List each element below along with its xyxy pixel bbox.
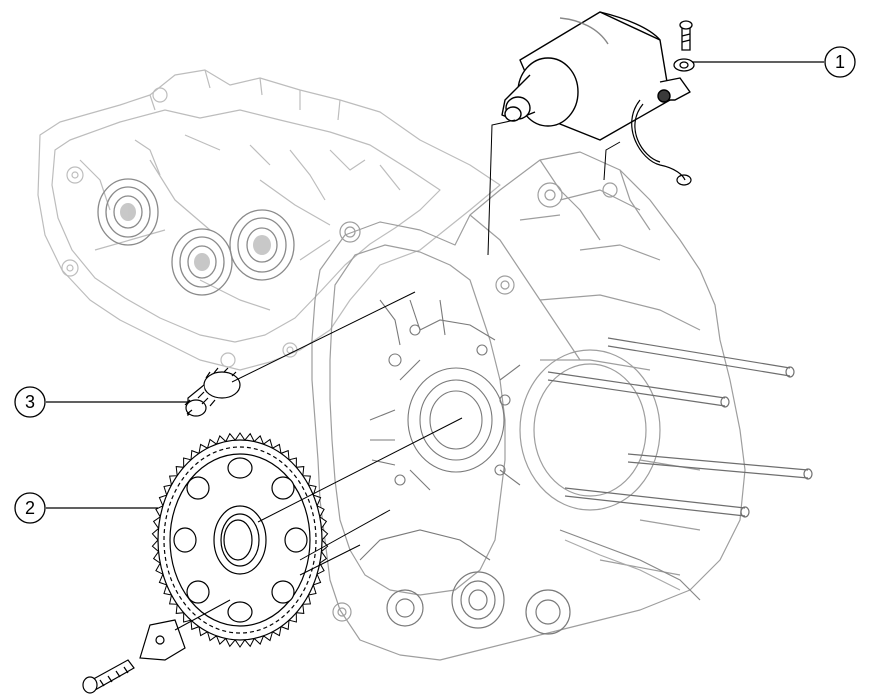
callout-3-label: 3: [25, 392, 35, 412]
callout-2-circle: [14, 492, 46, 524]
callout-2: 2: [14, 492, 158, 524]
starter-motor: [501, 11, 691, 141]
ring-gear-holes: [173, 457, 308, 623]
left-case-bearings: [97, 178, 295, 296]
clip-assembly-line: [174, 599, 231, 631]
left-crankcase-half: [37, 69, 501, 371]
callout-1: 1: [692, 46, 856, 78]
bottom-bearing-bosses: [386, 571, 571, 635]
callout-1-circle: [824, 46, 856, 78]
left-case-bearing-shading: [120, 203, 271, 271]
starter-motor-wire: [631, 99, 692, 186]
ring-gear-assembly-lines: [257, 417, 463, 576]
gear3-assembly-line: [231, 291, 416, 383]
right-case-inner-detail: [359, 299, 521, 561]
callout-3: 3: [14, 386, 188, 418]
cylinder-studs: [547, 337, 813, 518]
retaining-clip: [139, 619, 186, 661]
retaining-bolt: [82, 659, 135, 694]
right-crankcase-half: [311, 151, 746, 661]
starter-pinion-gear: [184, 367, 241, 417]
starter-mounting-screw: [673, 20, 695, 72]
starter-assembly-lines: [487, 119, 621, 256]
callout-3-circle: [14, 386, 46, 418]
callout-1-label: 1: [835, 52, 845, 72]
callout-2-label: 2: [25, 498, 35, 518]
